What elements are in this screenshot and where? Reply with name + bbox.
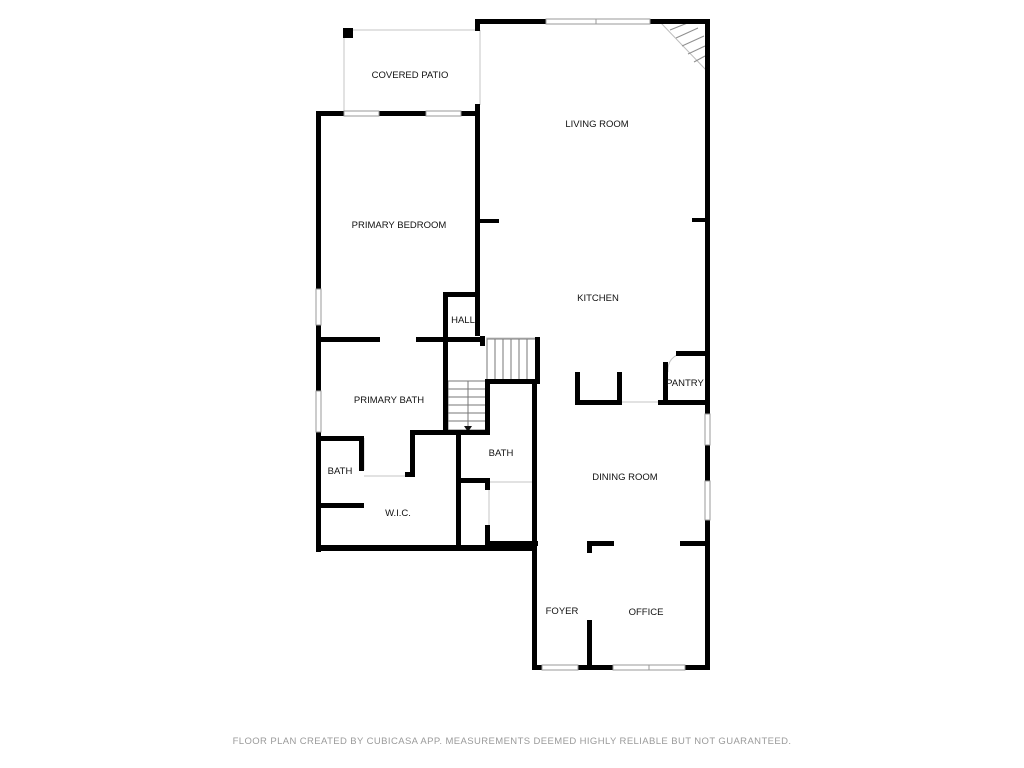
label-pantry: PANTRY	[666, 378, 704, 389]
label-primary-bath: PRIMARY BATH	[354, 395, 424, 406]
label-wic: W.I.C.	[385, 508, 411, 519]
label-living-room: LIVING ROOM	[565, 119, 628, 130]
walls	[316, 19, 710, 670]
label-covered-patio: COVERED PATIO	[372, 70, 449, 81]
label-bath-secondary: BATH	[489, 448, 514, 459]
label-hall: HALL	[451, 315, 475, 326]
staircase	[447, 338, 537, 431]
label-primary-bedroom: PRIMARY BEDROOM	[352, 220, 447, 231]
stair-arrow-icon	[464, 426, 472, 432]
label-office: OFFICE	[629, 607, 664, 618]
label-kitchen: KITCHEN	[577, 293, 619, 304]
label-foyer: FOYER	[546, 606, 579, 617]
label-bath-small: BATH	[328, 466, 353, 477]
windows	[315, 18, 711, 671]
thin-lines	[343, 21, 707, 525]
label-dining-room: DINING ROOM	[592, 472, 658, 483]
footer-disclaimer: FLOOR PLAN CREATED BY CUBICASA APP. MEAS…	[232, 736, 792, 747]
fireplace	[669, 21, 706, 63]
